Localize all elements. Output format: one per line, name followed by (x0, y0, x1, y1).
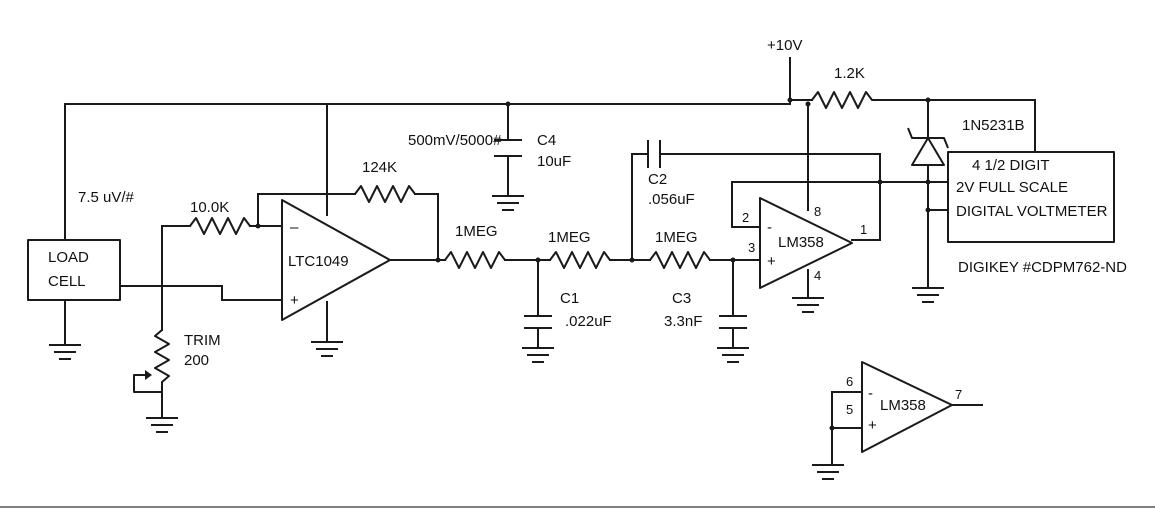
digital-voltmeter: 4 1/2 DIGIT 2V FULL SCALE DIGITAL VOLTME… (947, 151, 1127, 276)
meter-connection (877, 179, 949, 213)
trim-potentiometer: TRIM 200 (133, 225, 221, 419)
resistor-1meg-1-label: 1MEG (455, 223, 498, 240)
op-amp-lm358-main-pin-1: 1 (860, 222, 867, 237)
voltmeter-line-2: 2V FULL SCALE (956, 179, 1068, 196)
op-amp-lm358-main-pin-3: 3 (748, 240, 755, 255)
load-cell-name-line1: LOAD (48, 249, 89, 266)
op-amp-ltc1049-plus: + (290, 292, 299, 309)
ground-c3 (717, 347, 749, 363)
trim-label: TRIM (184, 332, 221, 349)
ground-c1 (522, 347, 554, 363)
capacitor-c3-name: C3 (672, 290, 691, 307)
load-cell-sensitivity-label: 7.5 uV/# (78, 189, 135, 206)
resistor-1-2k: 1.2K (811, 65, 878, 109)
load-cell-name-line2: CELL (48, 273, 86, 290)
resistor-10k: 10.0K (161, 199, 283, 235)
op-amp-lm358-main-plus: + (767, 253, 776, 270)
voltmeter-line-1: 4 1/2 DIGIT (972, 157, 1050, 174)
op-amp-lm358-main-minus: - (767, 219, 772, 236)
op-amp-lm358-spare-pin-6: 6 (846, 374, 853, 389)
ground-zener (912, 287, 944, 303)
op-amp-lm358-spare-minus: - (868, 385, 873, 402)
op-amp-lm358-main-pin-8: 8 (814, 204, 821, 219)
op-amp-ltc1049: LTC1049 – + (281, 199, 446, 321)
capacitor-c4: 500mV/5000# C4 10uF (408, 101, 571, 197)
resistor-1meg-1: 1MEG (444, 223, 551, 269)
resistor-1meg-3: 1MEG (649, 229, 761, 269)
op-amp-lm358-main-pin-4: 4 (814, 268, 821, 283)
resistor-1meg-2-label: 1MEG (548, 229, 591, 246)
supply-rail: +10V (64, 37, 1036, 241)
op-amp-lm358-spare-pin-7: 7 (955, 387, 962, 402)
capacitor-c1-value: .022uF (565, 313, 612, 330)
capacitor-c1-name: C1 (560, 290, 579, 307)
op-amp-ltc1049-minus: – (290, 219, 299, 236)
resistor-1-2k-label: 1.2K (834, 65, 865, 82)
capacitor-c2: C2 .056uF (629, 140, 881, 263)
capacitor-c3-value: 3.3nF (664, 313, 702, 330)
ground-lm358-spare (812, 464, 844, 480)
ground-load-cell (49, 344, 81, 360)
op-amp-lm358-spare: LM358 - + 6 5 7 (829, 361, 983, 466)
op-amp-ltc1049-label: LTC1049 (288, 253, 349, 270)
capacitor-c4-note: 500mV/5000# (408, 132, 502, 149)
op-amp-lm358-main: LM358 - + 2 3 8 4 1 (731, 181, 881, 289)
voltmeter-part-number: DIGIKEY #CDPM762-ND (958, 259, 1127, 276)
op-amp-lm358-main-label: LM358 (778, 234, 824, 251)
load-cell: LOAD CELL 7.5 uV/# (27, 189, 283, 346)
op-amp-lm358-spare-label: LM358 (880, 397, 926, 414)
resistor-1meg-3-label: 1MEG (655, 229, 698, 246)
resistor-124k-label: 124K (362, 159, 397, 176)
capacitor-c2-name: C2 (648, 171, 667, 188)
resistor-10k-label: 10.0K (190, 199, 229, 216)
op-amp-lm358-spare-plus: + (868, 417, 877, 434)
ground-trim (146, 417, 178, 433)
resistor-1meg-2: 1MEG (548, 229, 651, 269)
trim-value: 200 (184, 352, 209, 369)
resistor-124k: 124K (255, 159, 441, 263)
voltmeter-line-3: DIGITAL VOLTMETER (956, 203, 1108, 220)
capacitor-c4-value: 10uF (537, 153, 571, 170)
ground-ltc1049 (311, 301, 343, 357)
zener-diode-label: 1N5231B (962, 117, 1025, 134)
capacitor-c2-value: .056uF (648, 191, 695, 208)
op-amp-lm358-main-pin-2: 2 (742, 210, 749, 225)
ground-c4 (492, 195, 524, 211)
op-amp-lm358-spare-pin-5: 5 (846, 402, 853, 417)
capacitor-c3: C3 3.3nF (664, 257, 747, 349)
zener-diode: 1N5231B (907, 97, 1025, 289)
capacitor-c1: C1 .022uF (524, 257, 612, 349)
ground-lm358 (792, 269, 824, 313)
supply-voltage-label: +10V (767, 37, 802, 54)
capacitor-c4-name: C4 (537, 132, 556, 149)
